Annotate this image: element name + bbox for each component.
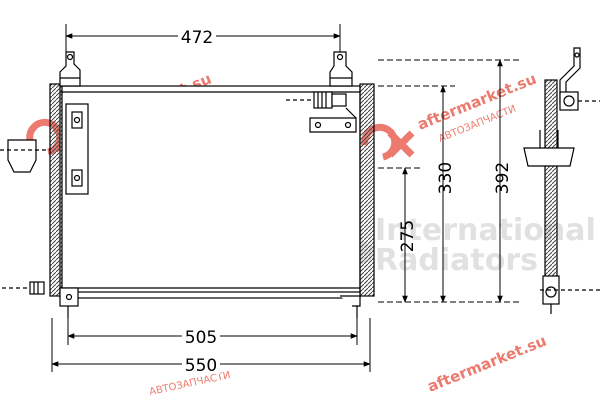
dim-label-550: 550: [185, 356, 217, 376]
dim-label-275: 275: [398, 220, 418, 252]
watermark-site-bottom: aftermarket.su: [425, 332, 549, 396]
top-right-bracket: [329, 51, 353, 87]
left-header-tank: [49, 83, 63, 297]
dimension-labels: 472 505 550 275 330 392: [178, 26, 513, 376]
dim-label-392: 392: [493, 162, 513, 194]
dim-label-330: 330: [436, 162, 456, 194]
watermark-brand-line1: International: [375, 213, 596, 248]
left-clamp: [0, 139, 50, 173]
bottom-right-bracket: [340, 295, 361, 318]
dim-label-472: 472: [181, 28, 213, 48]
dim-label-505: 505: [185, 328, 217, 348]
condenser-side-view: [523, 47, 600, 314]
right-header-tank: [359, 83, 375, 297]
left-side-bracket: [65, 103, 89, 195]
condenser-core: [59, 85, 361, 295]
outlet-fitting: [2, 281, 45, 295]
side-core: [544, 79, 558, 303]
top-left-bracket: [59, 51, 81, 87]
watermark-brand-line2: Radiators: [375, 243, 538, 278]
inlet-fitting: [286, 91, 357, 133]
condenser-front-view: [0, 51, 375, 318]
bottom-left-bracket: [59, 287, 79, 318]
